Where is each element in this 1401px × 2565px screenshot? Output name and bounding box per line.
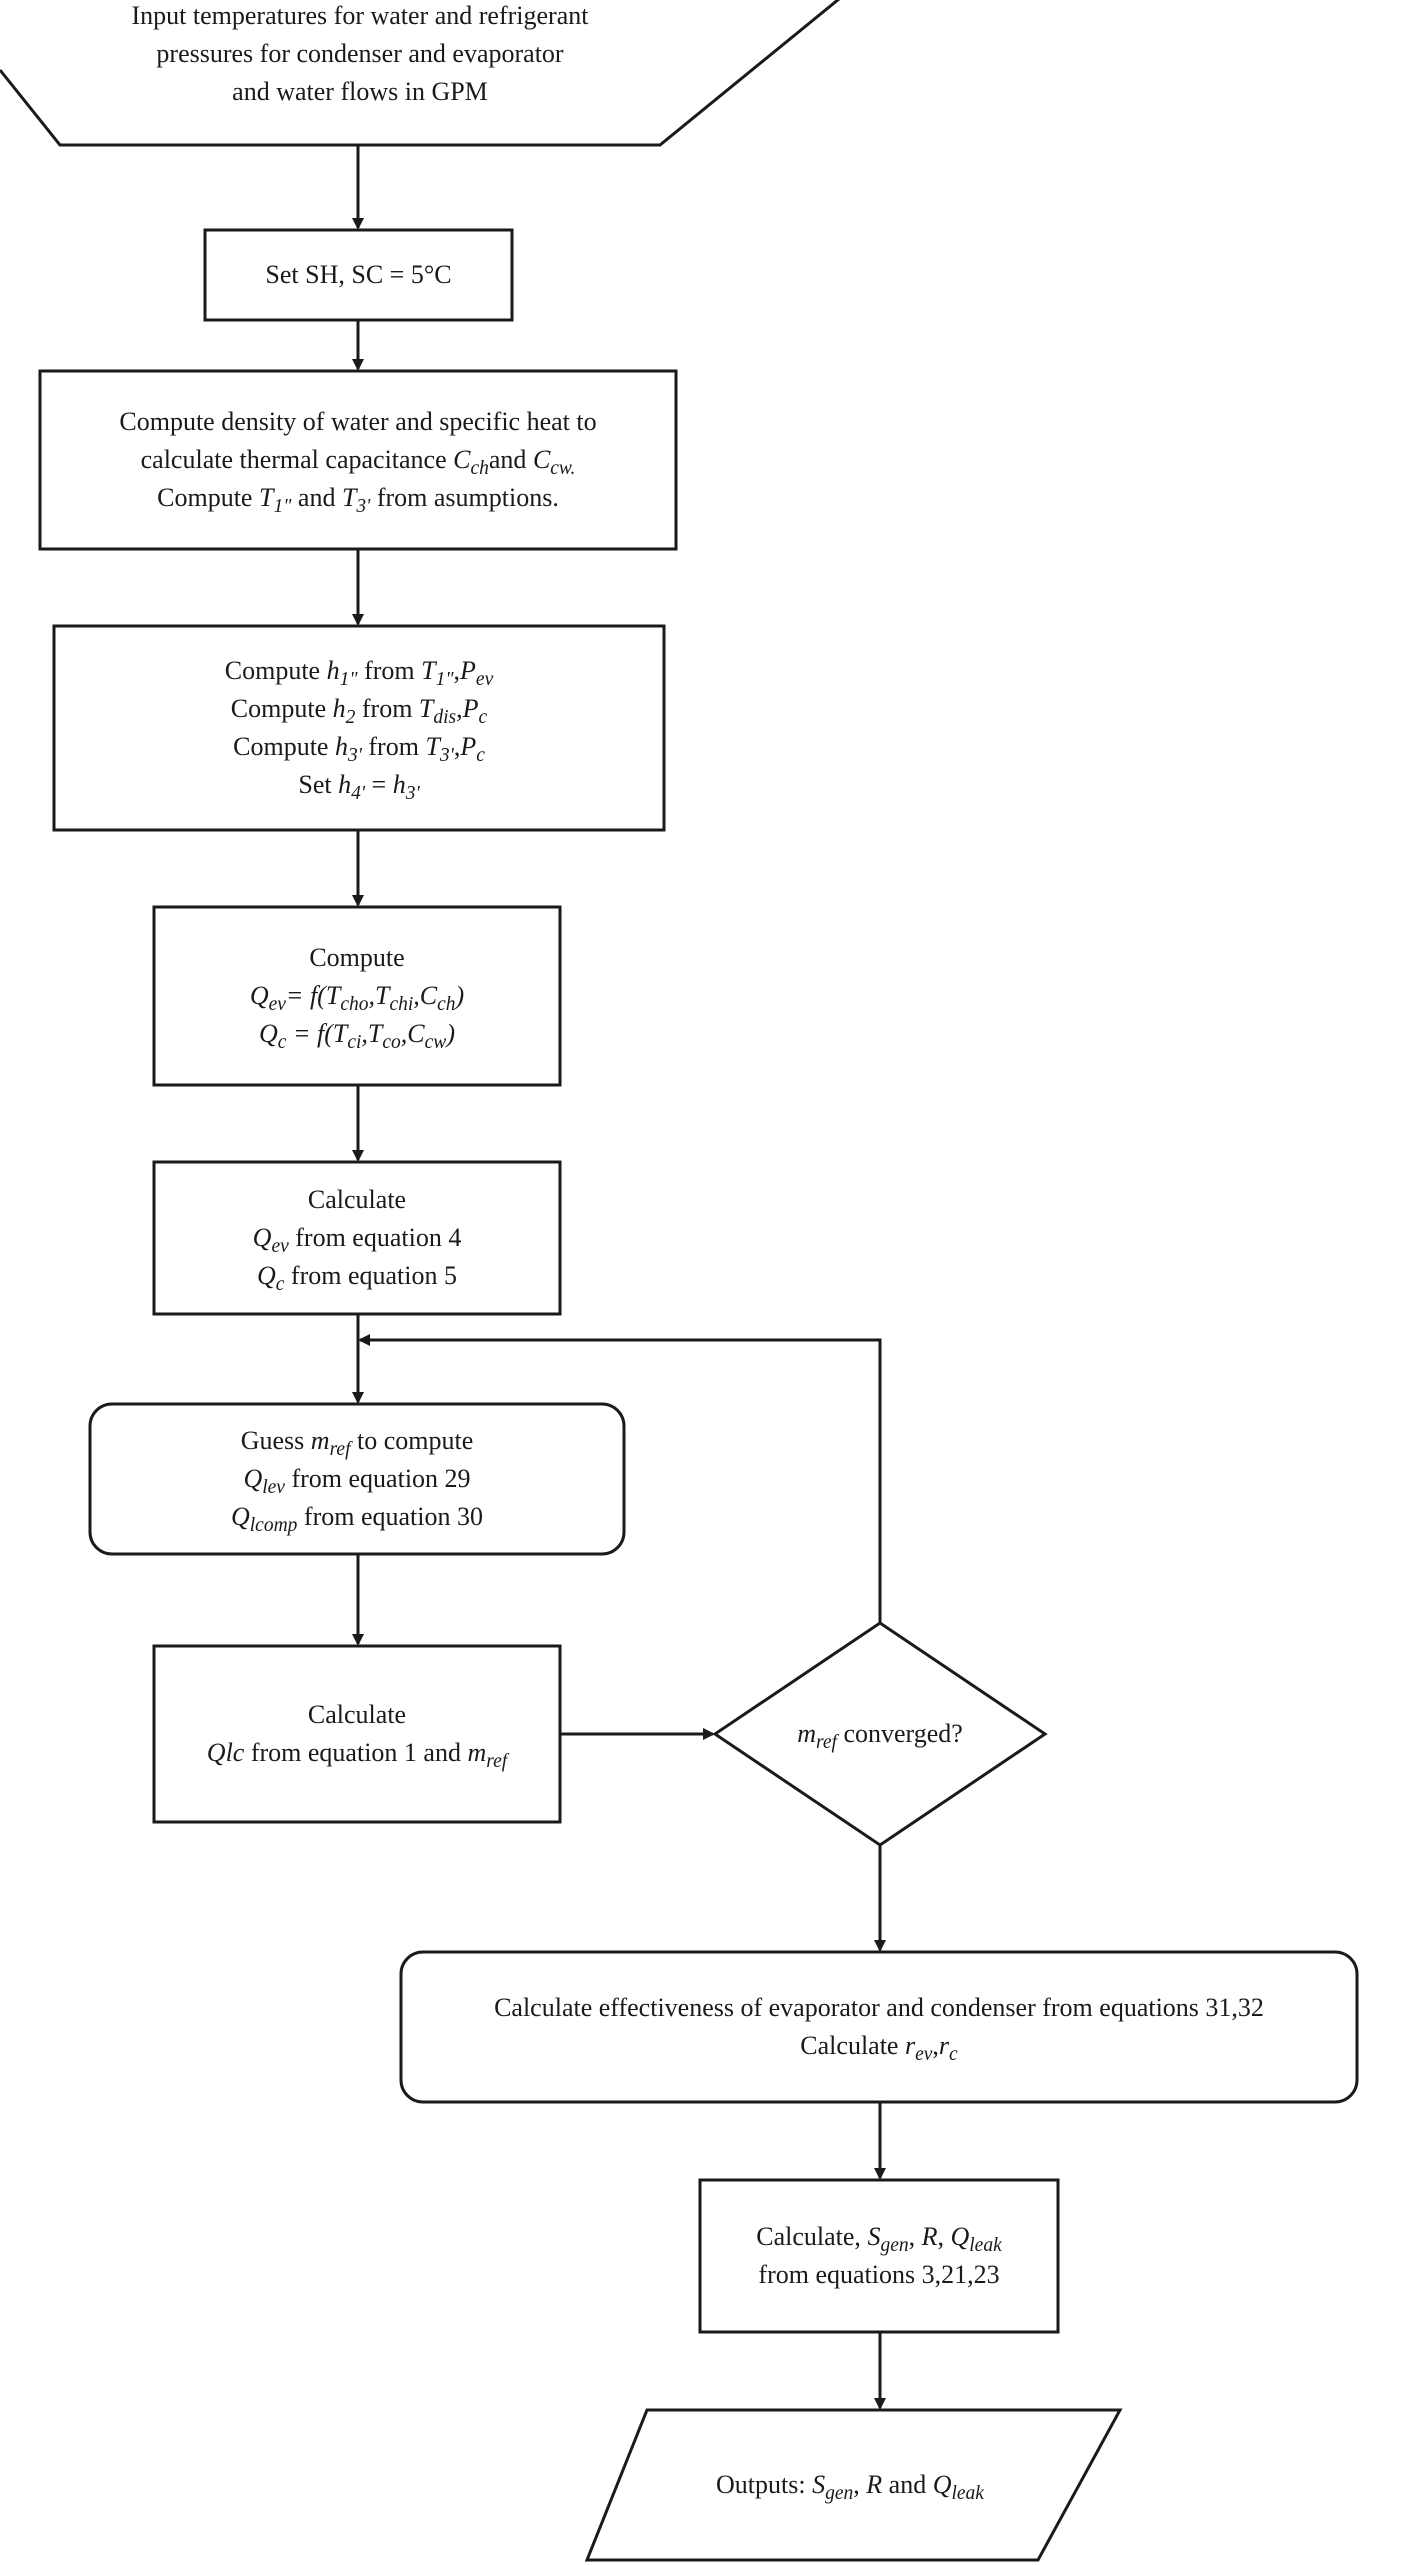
set-sh-sc-label: Set SH, SC = 5°C bbox=[205, 230, 512, 320]
calc-qlc-label: Calculate Qlc from equation 1 and mref bbox=[154, 1646, 560, 1822]
q-compute-label: Compute Qev= f(Tcho,Tchi,Cch) Qc = f(Tci… bbox=[154, 907, 560, 1085]
calc-q-label: Calculate Qev from equation 4 Qc from eq… bbox=[154, 1162, 560, 1314]
effectiveness-line-2: Calculate rev,rc bbox=[800, 2031, 958, 2065]
density-line-2: calculate thermal capacitance Cchand Ccw… bbox=[140, 445, 576, 479]
guess-line-3: Qlcomp from equation 30 bbox=[230, 1502, 483, 1536]
density-line-1: Compute density of water and specific he… bbox=[119, 407, 597, 436]
q-compute-title: Compute bbox=[309, 943, 405, 972]
calc-qlc-line: Qlc from equation 1 and mref bbox=[206, 1738, 508, 1772]
calc-qlc-title: Calculate bbox=[307, 1700, 407, 1729]
guess-label: Guess mref to compute Qlev from equation… bbox=[90, 1404, 624, 1554]
calc-sgen-label: Calculate, Sgen, R, Qleak from equations… bbox=[700, 2180, 1058, 2332]
calc-sgen-line-1: Calculate, Sgen, R, Qleak bbox=[756, 2222, 1002, 2256]
density-label: Compute density of water and specific he… bbox=[40, 371, 676, 549]
calc-q-title: Calculate bbox=[307, 1185, 407, 1214]
q-compute-line-ev: Qev= f(Tcho,Tchi,Cch) bbox=[249, 981, 465, 1015]
outputs-label: Outputs: Sgen, R and Qleak bbox=[600, 2410, 1100, 2560]
density-line-3: Compute T1" and T3' from asumptions. bbox=[157, 483, 559, 517]
calc-q-ev-line: Qev from equation 4 bbox=[252, 1223, 462, 1257]
input-shape bbox=[0, 0, 841, 147]
effectiveness-label: Calculate effectiveness of evaporator an… bbox=[401, 1952, 1357, 2102]
enthalpy-label: Compute h1" from T1",Pev Compute h2 from… bbox=[54, 626, 664, 830]
input-line: pressures for condenser and evaporator bbox=[156, 39, 564, 68]
enthalpy-line-3: Compute h3' from T3',Pc bbox=[233, 732, 485, 766]
set-sh-sc-text: Set SH, SC = 5°C bbox=[265, 260, 452, 289]
enthalpy-line-2: Compute h2 from Tdis,Pc bbox=[230, 694, 488, 728]
input-label: Input temperatures for water and refrige… bbox=[60, 0, 660, 114]
decision-text: mref converged? bbox=[797, 1719, 963, 1753]
guess-line-2: Qlev from equation 29 bbox=[243, 1464, 471, 1498]
enthalpy-line-1: Compute h1" from T1",Pev bbox=[224, 656, 494, 690]
calc-sgen-line-2: from equations 3,21,23 bbox=[758, 2260, 1000, 2289]
q-compute-line-c: Qc = f(Tci,Tco,Ccw) bbox=[259, 1019, 455, 1053]
outputs-text: Outputs: Sgen, R and Qleak bbox=[716, 2470, 984, 2504]
arrow-loop-back bbox=[358, 1334, 882, 1623]
guess-line-1: Guess mref to compute bbox=[240, 1426, 474, 1460]
input-line: and water flows in GPM bbox=[232, 77, 488, 106]
input-line: Input temperatures for water and refrige… bbox=[131, 1, 589, 30]
enthalpy-line-4: Set h4' = h3' bbox=[298, 770, 420, 804]
effectiveness-line-1: Calculate effectiveness of evaporator an… bbox=[494, 1993, 1264, 2022]
calc-q-c-line: Qc from equation 5 bbox=[256, 1261, 457, 1295]
decision-label: mref converged? bbox=[715, 1690, 1045, 1778]
outputs-shape bbox=[584, 2408, 1123, 2562]
